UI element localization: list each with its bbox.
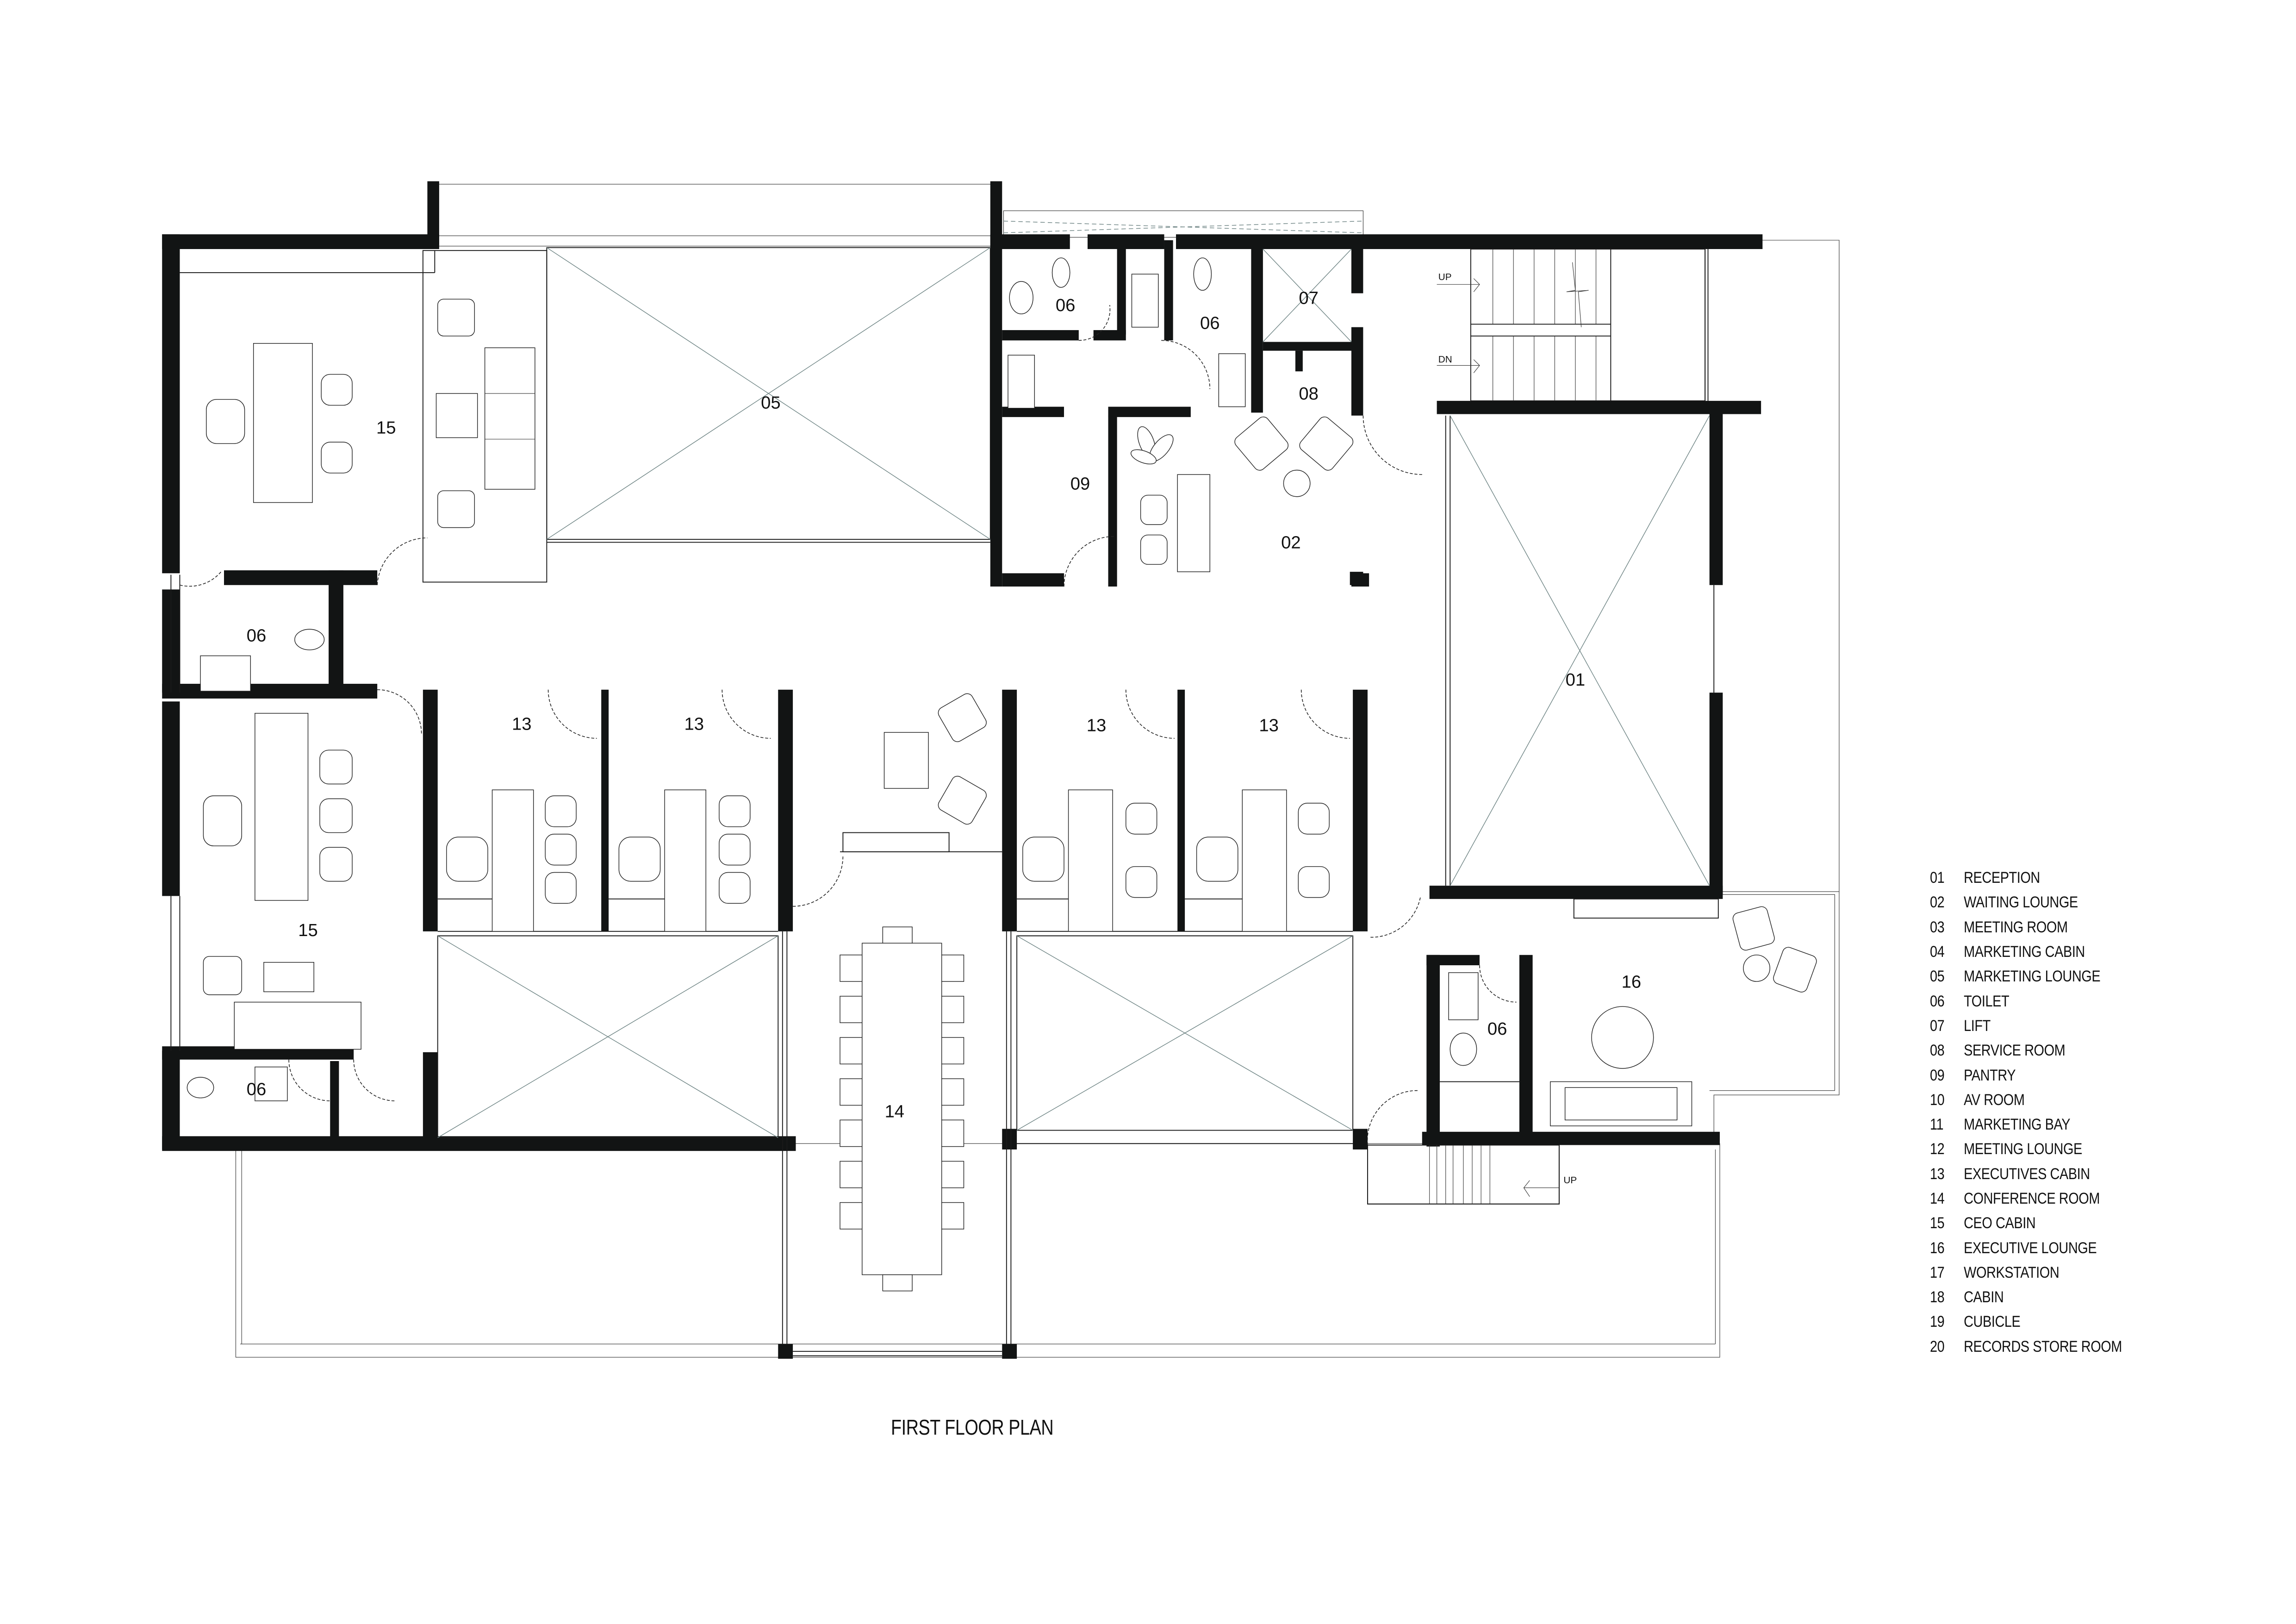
legend-row: 14 CONFERENCE ROOM bbox=[1930, 1187, 2122, 1211]
room-label-07: 07 bbox=[1299, 288, 1318, 308]
legend-row: 17 WORKSTATION bbox=[1930, 1261, 2122, 1285]
legend-label: RECEPTION bbox=[1964, 869, 2040, 887]
room-label-13-c: 13 bbox=[1087, 715, 1106, 735]
legend-label: RECORDS STORE ROOM bbox=[1964, 1337, 2122, 1355]
legend-label: MEETING ROOM bbox=[1964, 918, 2068, 936]
legend-number: 09 bbox=[1930, 1066, 1945, 1084]
room-label-13-b: 13 bbox=[684, 714, 704, 734]
room-label-14: 14 bbox=[885, 1101, 904, 1121]
terrace-outline bbox=[235, 184, 1840, 1358]
legend-label: WORKSTATION bbox=[1964, 1263, 2060, 1281]
legend-label: CEO CABIN bbox=[1964, 1214, 2036, 1232]
legend-number: 17 bbox=[1930, 1263, 1945, 1281]
legend-number: 19 bbox=[1930, 1313, 1945, 1331]
legend-label: CABIN bbox=[1964, 1288, 2004, 1306]
legend-row: 09 PANTRY bbox=[1930, 1063, 2122, 1087]
walls bbox=[162, 181, 1763, 1359]
legend-label: EXECUTIVE LOUNGE bbox=[1964, 1239, 2097, 1257]
main-staircase bbox=[1437, 249, 1706, 401]
legend-label: AV ROOM bbox=[1964, 1091, 2025, 1109]
legend-label: MARKETING BAY bbox=[1964, 1116, 2071, 1134]
legend-number: 10 bbox=[1930, 1091, 1945, 1109]
legend-number: 04 bbox=[1930, 943, 1945, 961]
legend-number: 16 bbox=[1930, 1239, 1945, 1257]
legend-row: 11 MARKETING BAY bbox=[1930, 1112, 2122, 1137]
room-labels: 15 05 06 06 07 08 09 02 01 06 13 13 13 1… bbox=[247, 288, 1641, 1121]
legend-row: 20 RECORDS STORE ROOM bbox=[1930, 1335, 2122, 1359]
legend-row: 01 RECEPTION bbox=[1930, 866, 2122, 890]
legend-number: 20 bbox=[1930, 1337, 1945, 1355]
room-label-02: 02 bbox=[1281, 533, 1300, 553]
legend-number: 13 bbox=[1930, 1165, 1945, 1183]
legend-label: CUBICLE bbox=[1964, 1313, 2021, 1331]
void-crosses bbox=[437, 247, 1710, 1138]
room-label-06-left-upper: 06 bbox=[247, 625, 266, 645]
legend-number: 12 bbox=[1930, 1140, 1945, 1158]
plan-title: FIRST FLOOR PLAN bbox=[891, 1415, 1054, 1439]
legend-label: MARKETING LOUNGE bbox=[1964, 968, 2101, 986]
stair-down-label: DN bbox=[1438, 354, 1452, 365]
legend-row: 18 CABIN bbox=[1930, 1285, 2122, 1310]
rear-staircase bbox=[1367, 1144, 1560, 1205]
legend-number: 03 bbox=[1930, 918, 1945, 936]
legend-number: 08 bbox=[1930, 1042, 1945, 1060]
rear-stair-up-label: UP bbox=[1563, 1175, 1577, 1186]
door-swings bbox=[180, 305, 1517, 1145]
room-label-01: 01 bbox=[1566, 670, 1585, 690]
legend-label: WAITING LOUNGE bbox=[1964, 893, 2078, 912]
room-label-13-d: 13 bbox=[1259, 715, 1278, 735]
legend-number: 14 bbox=[1930, 1190, 1945, 1207]
legend-label: MARKETING CABIN bbox=[1964, 943, 2085, 961]
room-label-15-bottom: 15 bbox=[298, 920, 317, 940]
legend-label: CONFERENCE ROOM bbox=[1964, 1190, 2100, 1207]
legend-row: 16 EXECUTIVE LOUNGE bbox=[1930, 1236, 2122, 1260]
room-legend: 01 RECEPTION 02 WAITING LOUNGE 03 MEETING R… bbox=[1930, 866, 2156, 1359]
legend-label: LIFT bbox=[1964, 1017, 1991, 1035]
legend-number: 02 bbox=[1930, 893, 1945, 912]
legend-row: 08 SERVICE ROOM bbox=[1930, 1038, 2122, 1063]
legend-label: EXECUTIVES CABIN bbox=[1964, 1165, 2090, 1183]
conference-chairs bbox=[840, 955, 964, 1230]
room-label-13-a: 13 bbox=[512, 714, 531, 734]
legend-number: 06 bbox=[1930, 992, 1945, 1010]
legend-number: 07 bbox=[1930, 1017, 1945, 1035]
legend-row: 06 TOILET bbox=[1930, 989, 2122, 1013]
room-label-08: 08 bbox=[1299, 384, 1318, 404]
legend-row: 19 CUBICLE bbox=[1930, 1310, 2122, 1334]
legend-row: 10 AV ROOM bbox=[1930, 1088, 2122, 1112]
legend-row: 05 MARKETING LOUNGE bbox=[1930, 964, 2122, 989]
legend-label: PANTRY bbox=[1964, 1066, 2016, 1084]
legend-number: 05 bbox=[1930, 968, 1945, 986]
legend-row: 13 EXECUTIVES CABIN bbox=[1930, 1162, 2122, 1187]
room-label-05: 05 bbox=[761, 393, 780, 412]
legend-number: 01 bbox=[1930, 869, 1945, 887]
legend-row: 12 MEETING LOUNGE bbox=[1930, 1137, 2122, 1162]
legend-row: 03 MEETING ROOM bbox=[1930, 915, 2122, 940]
legend-number: 18 bbox=[1930, 1288, 1945, 1306]
legend-label: MEETING LOUNGE bbox=[1964, 1140, 2082, 1158]
furniture bbox=[187, 257, 1817, 1292]
room-label-09: 09 bbox=[1070, 474, 1090, 493]
stair-up-label: UP bbox=[1438, 272, 1452, 282]
legend-row: 15 CEO CABIN bbox=[1930, 1211, 2122, 1236]
plant bbox=[1130, 426, 1174, 465]
legend-label: TOILET bbox=[1964, 992, 2010, 1010]
room-label-06-top-b: 06 bbox=[1200, 313, 1220, 333]
legend-row: 04 MARKETING CABIN bbox=[1930, 940, 2122, 964]
legend-row: 02 WAITING LOUNGE bbox=[1930, 890, 2122, 915]
room-label-06-left-lower: 06 bbox=[247, 1080, 266, 1099]
legend-number: 11 bbox=[1930, 1116, 1944, 1134]
room-label-06-exec: 06 bbox=[1487, 1019, 1507, 1039]
legend-row: 07 LIFT bbox=[1930, 1014, 2122, 1038]
stair-labels: UP DN UP bbox=[1438, 272, 1577, 1186]
room-label-06-top-a: 06 bbox=[1056, 295, 1075, 315]
legend-label: SERVICE ROOM bbox=[1964, 1042, 2066, 1060]
room-label-15-top: 15 bbox=[376, 418, 396, 437]
legend-number: 15 bbox=[1930, 1214, 1945, 1232]
room-label-16: 16 bbox=[1622, 972, 1641, 992]
